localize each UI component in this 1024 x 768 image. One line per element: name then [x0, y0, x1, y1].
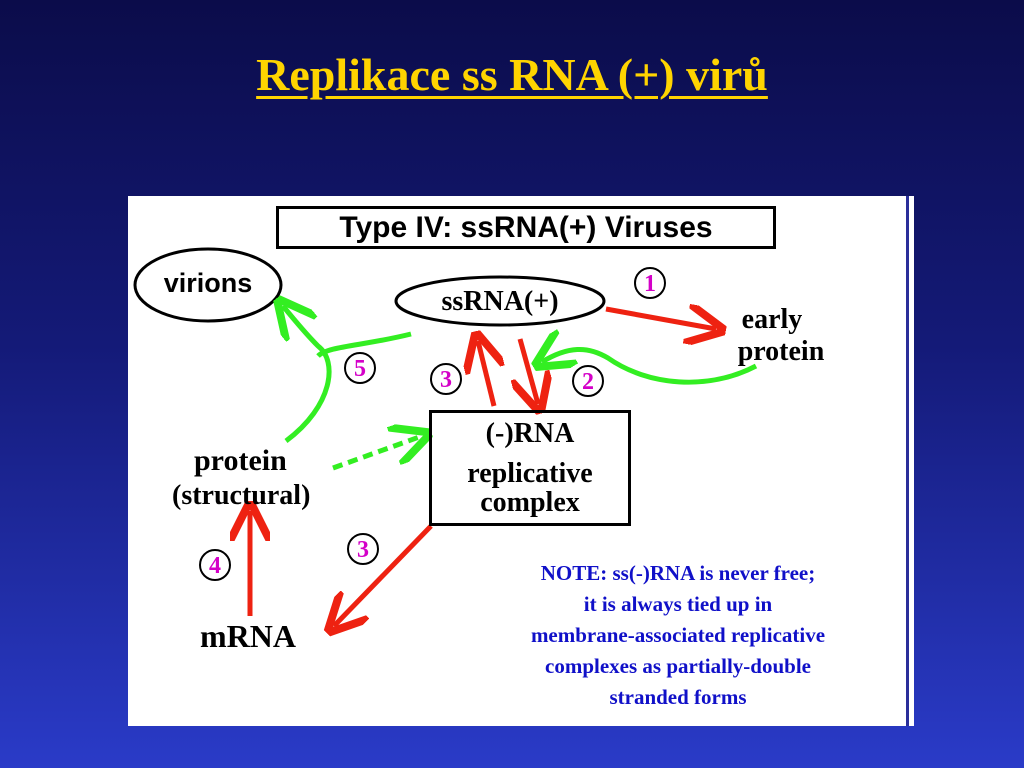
note-text: NOTE: ss(-)RNA is never free; it is alwa… [463, 558, 893, 713]
arrow-step3-down-left [520, 338, 538, 404]
ssrna-label: ssRNA(+) [441, 286, 559, 317]
note-line-2: it is always tied up in [583, 592, 773, 616]
note-line-3: membrane-associated replicative [530, 623, 826, 647]
replicative-complex-box: (-)RNA replicative complex [429, 410, 631, 526]
arrow-step2 [542, 349, 758, 385]
note-line-4: complexes as partially-double [545, 654, 811, 678]
note-line-1: NOTE: ss(-)RNA is never free; [540, 561, 816, 585]
step-circle-4 [199, 549, 231, 581]
figure-edge [906, 196, 909, 726]
ssrna-ellipse [394, 275, 606, 327]
protein-label: protein [194, 444, 287, 477]
step-number-1: 1 [644, 271, 656, 297]
replicative-label: replicative [467, 458, 593, 489]
protein-early-label: protein [737, 336, 825, 367]
structural-label: (structural) [172, 480, 311, 511]
step-number-4: 4 [209, 553, 221, 579]
arrow-step5-trunk [283, 306, 332, 444]
early-label: early [741, 304, 803, 335]
rna-minus-label: (-)RNA [485, 418, 575, 449]
virions-ellipse [133, 247, 283, 323]
complex-label: complex [480, 487, 580, 518]
step-number-3a: 3 [440, 367, 452, 393]
step-circle-1 [634, 267, 666, 299]
arrow-step3-up [478, 341, 494, 407]
virions-label: virions [163, 268, 253, 298]
step-circle-3a [430, 363, 462, 395]
step-circle-5 [344, 352, 376, 384]
diagram-title: Type IV: ssRNA(+) Viruses [276, 206, 776, 249]
arrow-step1 [605, 309, 716, 329]
step-number-2: 2 [582, 369, 594, 395]
step-circle-3b [347, 533, 379, 565]
mrna-label: mRNA [200, 618, 296, 654]
arrow-protein-dotted [332, 436, 422, 471]
note-line-5: stranded forms [609, 685, 747, 709]
arrows-layer [133, 247, 758, 726]
step-number-5: 5 [354, 356, 366, 382]
step-circle-2 [572, 365, 604, 397]
step-number-3b: 3 [357, 537, 369, 563]
diagram-figure: Type IV: ssRNA(+) Viruses virions ssRNA(… [128, 196, 914, 726]
arrow-step3-mrna [334, 524, 433, 626]
slide-title: Replikace ss RNA (+) virů [256, 49, 768, 100]
